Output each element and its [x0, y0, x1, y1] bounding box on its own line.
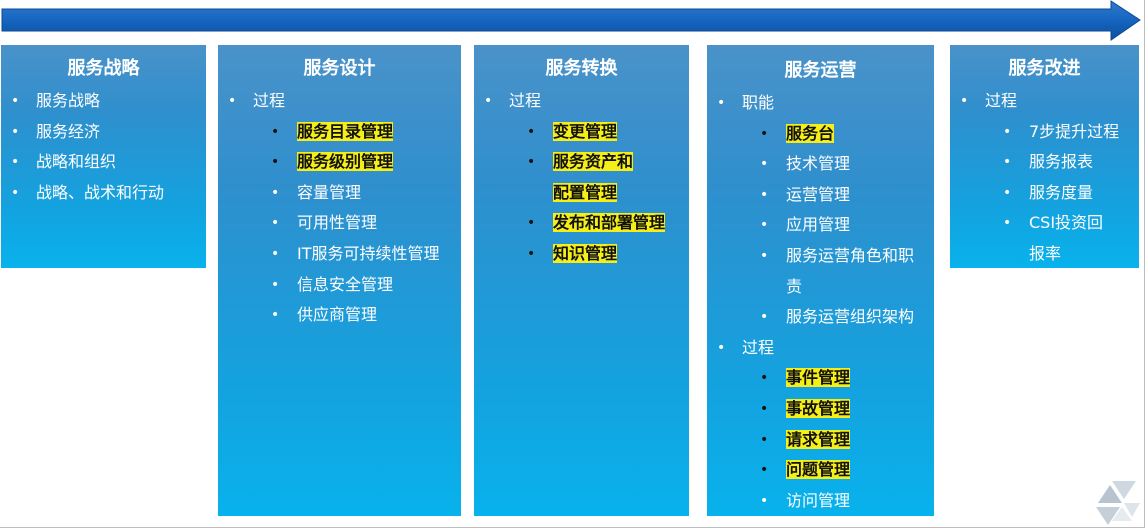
- column-service-design: 服务设计 过程 服务目录管理 服务级别管理 容量管理 可用性管理 IT服务可持续…: [218, 45, 461, 516]
- column-service-strategy: 服务战略 服务战略 服务经济 战略和组织 战略、战术和行动: [1, 45, 206, 268]
- group-label: 职能 服务台 技术管理 运营管理 应用管理 服务运营角色和职责 服务运营组织架构: [707, 88, 934, 333]
- list-item: 服务级别管理: [218, 147, 461, 178]
- list-item: 服务报表: [950, 147, 1139, 178]
- column-title: 服务设计: [303, 58, 376, 79]
- group-label-text: 过程: [742, 337, 775, 357]
- group-label-text: 过程: [985, 91, 1018, 110]
- list-item: 容量管理: [218, 178, 461, 209]
- column-title: 服务改进: [1008, 58, 1081, 79]
- list-item: 服务运营组织架构: [707, 302, 934, 333]
- list-item: 服务台: [707, 119, 934, 150]
- list-item: CSI投资回报率: [950, 208, 1119, 269]
- corner-logo-icon: [1096, 481, 1140, 525]
- list-item: 访问管理: [707, 486, 934, 517]
- list-item: 服务经济: [1, 117, 206, 148]
- list-item: 服务目录管理: [218, 117, 461, 148]
- list-item: 7步提升过程: [950, 117, 1139, 148]
- list-item: 发布和部署管理: [474, 208, 689, 239]
- column-title: 服务转换: [545, 58, 618, 79]
- group-label-text: 过程: [509, 91, 542, 110]
- highlighted-item: 变更管理: [553, 121, 618, 141]
- list-item: 知识管理: [474, 239, 689, 270]
- group-label: 过程 事件管理 事故管理 请求管理 问题管理 访问管理: [707, 333, 934, 517]
- list-item: 事件管理: [707, 363, 934, 394]
- highlighted-item: 问题管理: [786, 460, 851, 480]
- list-item: 问题管理: [707, 455, 934, 486]
- list-item: 战略、战术和行动: [1, 178, 206, 209]
- column-title: 服务战略: [67, 58, 140, 79]
- column-title: 服务运营: [784, 60, 857, 81]
- list-item: 服务度量: [950, 178, 1139, 209]
- list-item: 战略和组织: [1, 147, 206, 178]
- highlighted-item: 事故管理: [786, 398, 851, 418]
- column-service-improvement: 服务改进 过程 7步提升过程 服务报表 服务度量 CSI投资回报率: [950, 45, 1139, 268]
- highlighted-item: 知识管理: [553, 243, 618, 263]
- list-item: 可用性管理: [218, 208, 461, 239]
- column-service-transition: 服务转换 过程 变更管理 服务资产和配置管理 发布和部署管理 知识管理: [474, 45, 689, 516]
- list-item: 事故管理: [707, 394, 934, 425]
- list-item: 请求管理: [707, 425, 934, 456]
- group-label-text: 职能: [742, 93, 775, 112]
- highlighted-item: 服务资产和配置管理: [553, 152, 634, 202]
- highlighted-item: 事件管理: [786, 368, 851, 388]
- column-service-operation: 服务运营 职能 服务台 技术管理 运营管理 应用管理 服务运营角色和职责 服务运…: [707, 45, 934, 516]
- group-label: 过程 服务目录管理 服务级别管理 容量管理 可用性管理 IT服务可持续性管理 信…: [218, 86, 461, 331]
- list-item: 服务资产和配置管理: [474, 147, 638, 208]
- highlighted-item: 服务级别管理: [297, 152, 394, 172]
- highlighted-item: 服务目录管理: [297, 121, 394, 141]
- timeline-arrow: [1, 0, 1141, 41]
- list-item: 运营管理: [707, 180, 934, 211]
- list-item: 信息安全管理: [218, 270, 461, 301]
- list-item: 技术管理: [707, 149, 934, 180]
- group-label: 过程 变更管理 服务资产和配置管理 发布和部署管理 知识管理: [474, 86, 689, 270]
- highlighted-item: 服务台: [786, 123, 835, 143]
- list-item: 变更管理: [474, 117, 689, 148]
- list-item: 供应商管理: [218, 300, 461, 331]
- highlighted-item: 发布和部署管理: [553, 213, 666, 233]
- list-item: IT服务可持续性管理: [218, 239, 461, 270]
- list-item: 服务运营角色和职责: [707, 241, 921, 302]
- group-label-text: 过程: [253, 91, 286, 110]
- list-item: 服务战略: [1, 86, 206, 117]
- list-item: 应用管理: [707, 210, 934, 241]
- highlighted-item: 请求管理: [786, 429, 851, 449]
- group-label: 过程 7步提升过程 服务报表 服务度量 CSI投资回报率: [950, 86, 1139, 270]
